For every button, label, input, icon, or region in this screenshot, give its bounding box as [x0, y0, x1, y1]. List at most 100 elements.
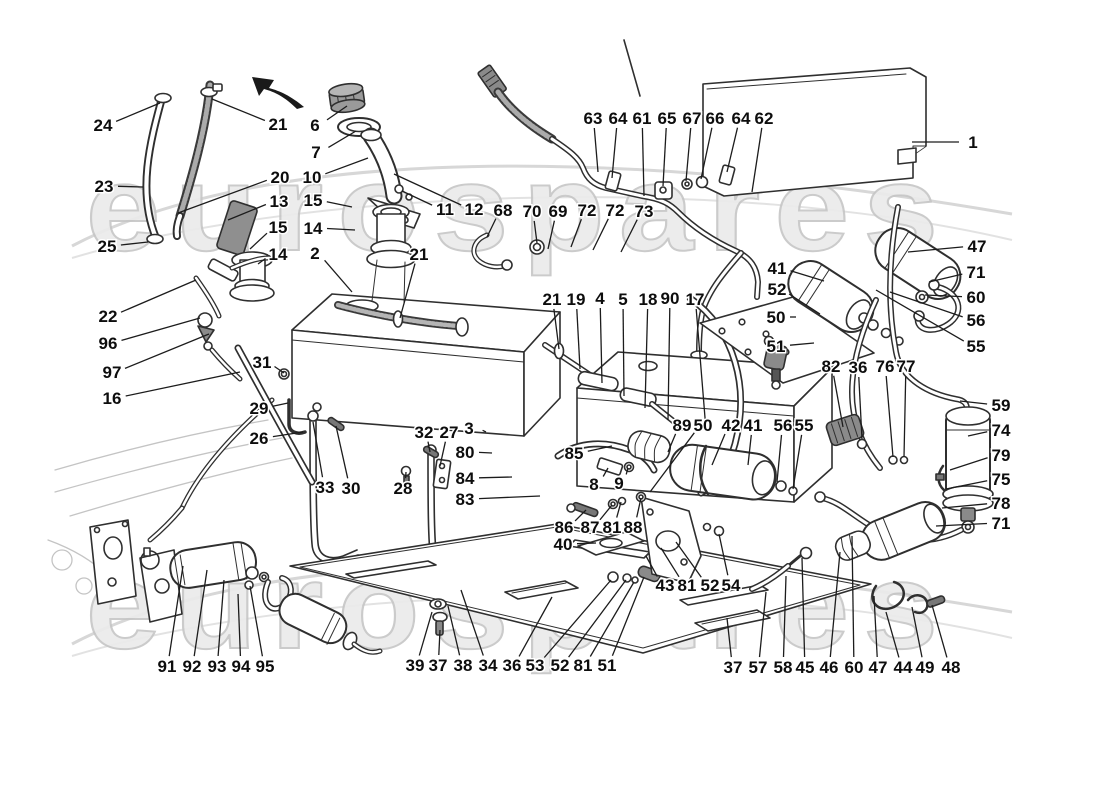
part-label-51: 51: [767, 337, 786, 356]
leader-line-48: [931, 604, 948, 658]
leader-line-36: [858, 376, 863, 440]
leader-line-9: [625, 467, 629, 475]
leader-line-55: [875, 289, 965, 342]
leader-line-71: [935, 522, 988, 527]
leader-line-18: [644, 308, 649, 409]
leader-line-15: [326, 201, 353, 208]
leader-line-74: [967, 431, 988, 437]
leader-line-11: [401, 190, 433, 206]
part-label-39: 39: [406, 656, 425, 675]
leader-line-88: [636, 497, 642, 518]
leader-line-95: [249, 585, 264, 657]
part-label-50: 50: [694, 416, 713, 435]
leader-line-33: [312, 421, 324, 478]
part-label-12: 12: [465, 200, 484, 219]
leader-line-3: [482, 429, 487, 433]
part-label-72: 72: [606, 201, 625, 220]
leader-line-60: [924, 294, 963, 298]
leader-line-12: [393, 173, 462, 206]
leader-line-37: [438, 629, 441, 656]
leader-line-56: [889, 291, 963, 318]
part-label-57: 57: [749, 658, 768, 677]
leader-line-45: [801, 557, 806, 658]
part-label-15: 15: [304, 191, 323, 210]
part-label-69: 69: [549, 202, 568, 221]
part-label-55: 55: [795, 416, 814, 435]
leader-line-5: [622, 308, 625, 397]
part-label-92: 92: [183, 657, 202, 676]
part-label-1: 1: [968, 133, 977, 152]
leader-line-43: [645, 555, 658, 577]
part-label-73: 73: [635, 202, 654, 221]
leader-line-62: [751, 127, 763, 193]
leader-line-51: [789, 342, 815, 346]
leader-line-90: [667, 307, 671, 421]
part-label-41: 41: [768, 259, 787, 278]
leader-line-21: [399, 263, 416, 319]
part-label-91: 91: [158, 657, 177, 676]
leader-line-49: [911, 606, 923, 658]
leader-line-80: [478, 451, 493, 454]
part-label-66: 66: [706, 109, 725, 128]
part-label-23: 23: [95, 177, 114, 196]
part-label-67: 67: [683, 109, 702, 128]
part-label-37: 37: [724, 658, 743, 677]
part-label-82: 82: [822, 357, 841, 376]
leader-line-65: [662, 127, 667, 187]
leader-line-55: [792, 434, 803, 490]
part-label-5: 5: [618, 290, 627, 309]
leader-line-52: [788, 293, 821, 315]
part-label-26: 26: [250, 429, 269, 448]
leader-line-20: [177, 179, 268, 214]
leader-line-21: [553, 308, 560, 350]
part-label-33: 33: [316, 478, 335, 497]
leader-line-47: [907, 246, 964, 253]
upper-pump-assembly: [699, 227, 962, 471]
part-label-56: 56: [774, 416, 793, 435]
part-label-40: 40: [554, 535, 573, 554]
part-label-24: 24: [94, 116, 113, 135]
part-label-54: 54: [722, 576, 741, 595]
part-label-47: 47: [968, 237, 987, 256]
leader-line-66: [700, 127, 713, 180]
part-label-36: 36: [503, 656, 522, 675]
leader-line-26: [272, 431, 304, 438]
part-label-28: 28: [394, 479, 413, 498]
part-label-29: 29: [250, 399, 269, 418]
part-label-80: 80: [456, 443, 475, 462]
leader-line-4: [599, 307, 603, 384]
leader-line-13: [227, 203, 267, 221]
leader-line-84: [478, 476, 513, 479]
part-label-79: 79: [992, 446, 1011, 465]
leader-line-87: [599, 504, 613, 521]
part-label-13: 13: [270, 192, 289, 211]
leader-line-14: [326, 227, 356, 231]
leader-line-60: [851, 535, 855, 658]
part-label-63: 63: [584, 109, 603, 128]
leader-line-83: [478, 495, 541, 500]
part-label-58: 58: [774, 658, 793, 677]
leader-line-22: [120, 279, 197, 313]
part-label-56: 56: [967, 311, 986, 330]
part-label-62: 62: [755, 109, 774, 128]
part-label-78: 78: [992, 494, 1011, 513]
leader-line-50: [649, 432, 695, 493]
part-label-21: 21: [410, 245, 429, 264]
leader-line-81: [616, 501, 622, 518]
part-label-64: 64: [609, 109, 628, 128]
leader-line-92: [193, 569, 208, 657]
leader-line-56: [776, 434, 783, 483]
part-label-2: 2: [310, 244, 319, 263]
part-label-46: 46: [820, 658, 839, 677]
part-label-93: 93: [208, 657, 227, 676]
leader-line-41: [747, 434, 752, 466]
leader-line-19: [576, 308, 581, 370]
leader-line-30: [335, 425, 349, 479]
leader-line-6: [326, 105, 348, 121]
part-label-72: 72: [578, 201, 597, 220]
part-label-53: 53: [526, 656, 545, 675]
leader-line-27: [439, 441, 447, 467]
leader-line-8: [602, 467, 609, 477]
part-label-44: 44: [894, 658, 913, 677]
